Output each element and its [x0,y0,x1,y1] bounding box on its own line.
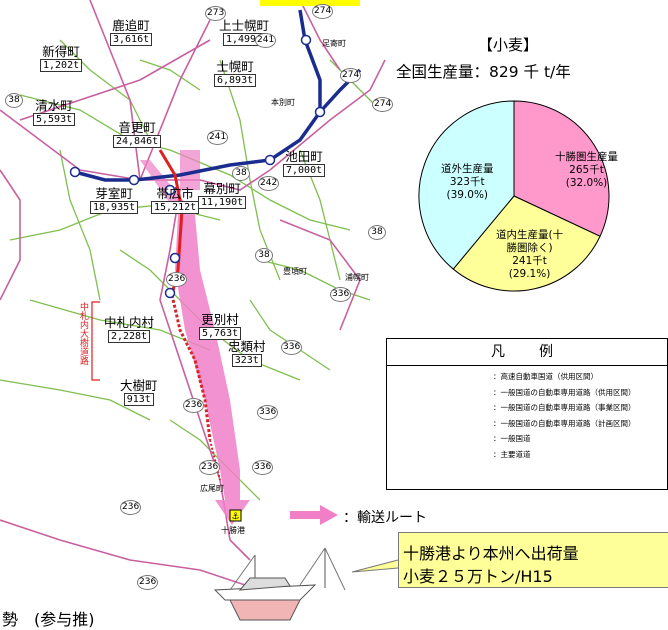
bottom-partial-text: 勢 (参与推) [2,610,95,629]
legend-item-road-plan: ：一般国道の自動車専用道路（計画区間） [493,418,636,428]
pie-label-outside: 道外生産量 323千t (39.0%) [441,163,494,201]
pie-subtitle: 全国生産量：829 千 t/年 [396,63,571,81]
route-236d: 236 [183,398,205,413]
top-banner [260,0,360,6]
place-honbetsu: 本別町 [271,98,295,107]
route-38a: 38 [5,93,23,108]
place-urahoro: 浦幌町 [345,273,369,282]
route-336c: 336 [257,405,279,420]
route-38d: 38 [368,225,386,240]
legend-item-national-road: ：一般国道 [493,434,531,443]
wheat-production-pie [418,100,610,292]
legend-item-main-road: ：主要道道 [493,449,531,459]
route-arrow-icon [290,505,338,525]
legend-item-expressway: ：高速自動車国道（供用区間） [493,372,598,381]
svg-text:⚓: ⚓ [231,512,239,522]
route-274: 274 [312,4,334,19]
pie-label-tokachi: 十勝圏生産量 265千t (32.0%) [555,151,618,189]
port-anchor-icon [229,509,242,522]
place-ashoro: 足寄町 [322,39,346,48]
map-legend: 凡 例 ：高速自動車国道（供用区間） ：一般国道の自動車専用道路（供用区間） ：… [386,338,668,490]
route-336a: 336 [330,287,352,302]
route-336b: 336 [281,340,303,355]
route-38c: 38 [255,248,273,263]
callout-line-2: 小麦２５万トン/H15 [403,567,553,586]
route-274c: 274 [372,97,394,112]
route-336d: 336 [252,460,274,475]
shipment-callout: 十勝港より本州へ出荷量 小麦２５万トン/H15 [398,532,668,588]
route-236e: 236 [120,500,142,515]
route-241: 241 [207,130,229,145]
road-label-nakasatsunai-taiki: 中札内大樹道路 [78,302,88,365]
route-274b: 274 [340,68,362,83]
legend-item-road-open: ：一般国道の自動車専用道路（供用区間） [493,387,636,397]
route-236c: 236 [137,575,159,590]
route-38b: 38 [232,166,250,181]
expressway [74,9,362,182]
route-legend-label: ：輸送ルート [343,510,427,526]
route-241b: 241 [255,33,277,48]
transport-route-band [175,215,250,525]
pie-title: 【小麦】 [478,36,539,54]
cargo-ship-icon [213,547,346,621]
place-tokachi-port: 十勝港 [221,526,245,535]
place-toyokoro: 豊頃町 [283,267,307,276]
pie-slice-0 [513,100,610,237]
pie-slice-2 [418,100,515,270]
route-273: 273 [205,6,227,21]
legend-title: 凡 例 [387,339,667,366]
pie-slice-1 [452,195,601,292]
route-236b: 236 [199,460,221,475]
pie-label-hokkaido: 道内生産量(十 勝圏除く) 241千t (29.1%) [496,229,564,280]
place-hiroo: 広尾町 [200,484,224,493]
route-242: 242 [258,176,280,191]
callout-line-1: 十勝港より本州へ出荷量 [403,544,579,563]
route-236a: 236 [166,272,188,287]
legend-item-road-project: ：一般国道の自動車専用道路（事業区間） [493,403,636,412]
